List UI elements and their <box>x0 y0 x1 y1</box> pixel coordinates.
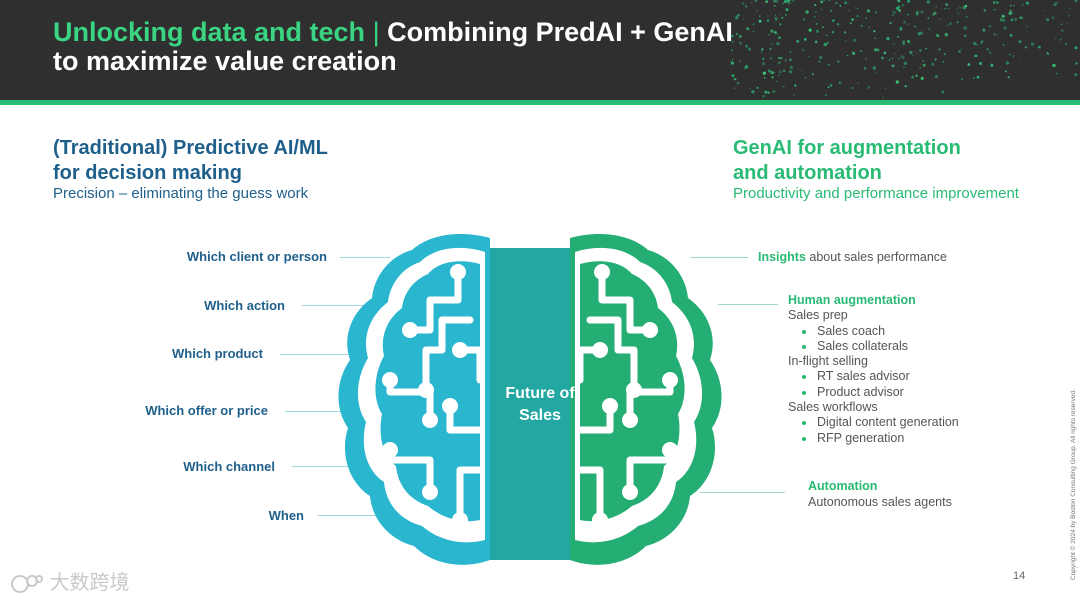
group-sales-workflows: Sales workflows <box>788 400 878 415</box>
list-item: RT sales advisor <box>788 369 959 384</box>
human-augmentation-title: Human augmentation <box>788 293 916 307</box>
group-inflight-selling: In-flight selling <box>788 354 868 369</box>
brain-center-label-line1: Future of <box>505 385 575 402</box>
list-item: Digital content generation <box>788 415 959 430</box>
copyright-notice: Copyright © 2024 by Boston Consulting Gr… <box>1070 389 1077 580</box>
right-subheading: Productivity and performance improvement <box>733 185 1019 202</box>
sales-workflows-list: Digital content generation RFP generatio… <box>788 415 959 446</box>
connector-line <box>285 411 348 412</box>
right-circuit-nodes <box>592 264 678 528</box>
page-number: 14 <box>1013 570 1026 582</box>
brain-illustration: Future of Sales <box>338 234 722 565</box>
right-heading: GenAI for augmentation and automation <box>733 136 961 186</box>
header-green-rule <box>0 100 1080 105</box>
list-item: RFP generation <box>788 431 959 446</box>
connector-line <box>280 354 352 355</box>
insights-label: Insights <box>758 250 806 264</box>
left-circuit-nodes <box>382 264 468 528</box>
title-accent: Unlocking data and tech <box>53 17 366 47</box>
automation-title: Automation <box>808 479 878 493</box>
list-item: Sales collaterals <box>788 339 959 354</box>
title-line2: to maximize value creation <box>53 46 397 76</box>
automation-block: Automation Autonomous sales agents <box>808 478 952 510</box>
header-bar: Unlocking data and tech | Combining Pred… <box>0 0 1080 100</box>
watermark: 大数跨境 <box>10 566 130 595</box>
left-circuit-traces <box>386 268 484 524</box>
dot-pattern-decoration <box>730 0 1078 99</box>
left-subheading: Precision – eliminating the guess work <box>53 185 309 202</box>
question-product: Which product <box>172 346 263 361</box>
title-main: Combining PredAI + GenAI <box>387 17 733 47</box>
sales-prep-list: Sales coach Sales collaterals <box>788 324 959 355</box>
question-channel: Which channel <box>183 459 275 474</box>
title-separator: | <box>372 17 380 47</box>
right-heading-line1: GenAI for augmentation <box>733 137 961 159</box>
brain-center-label-line2: Sales <box>519 407 561 424</box>
human-augmentation-block: Human augmentation Sales prep Sales coac… <box>788 293 959 446</box>
brain-center-band <box>490 248 570 560</box>
connector-line <box>318 515 378 516</box>
insights-text: about sales performance <box>809 250 947 264</box>
right-heading-line2: and automation <box>733 162 882 184</box>
question-when: When <box>268 508 304 523</box>
connector-line <box>292 466 362 467</box>
watermark-text: 大数跨境 <box>49 572 130 594</box>
watermark-logo-icon <box>11 574 43 593</box>
left-heading: (Traditional) Predictive AI/ML for decis… <box>53 136 328 186</box>
question-action: Which action <box>204 298 285 313</box>
left-heading-line2: for decision making <box>53 162 242 184</box>
group-sales-prep: Sales prep <box>788 308 848 323</box>
slide-title: Unlocking data and tech | Combining Pred… <box>53 18 733 76</box>
connector-line <box>690 257 748 258</box>
connector-line <box>302 305 370 306</box>
automation-text: Autonomous sales agents <box>808 495 952 509</box>
connector-line <box>340 257 390 258</box>
list-item: Sales coach <box>788 324 959 339</box>
connector-line <box>700 492 785 493</box>
question-client: Which client or person <box>186 249 327 264</box>
left-heading-line1: (Traditional) Predictive AI/ML <box>53 137 328 159</box>
question-offer-price: Which offer or price <box>145 403 268 418</box>
list-item: Product advisor <box>788 385 959 400</box>
connector-line <box>718 304 778 305</box>
inflight-selling-list: RT sales advisor Product advisor <box>788 369 959 400</box>
insights-item: Insights about sales performance <box>758 250 947 264</box>
